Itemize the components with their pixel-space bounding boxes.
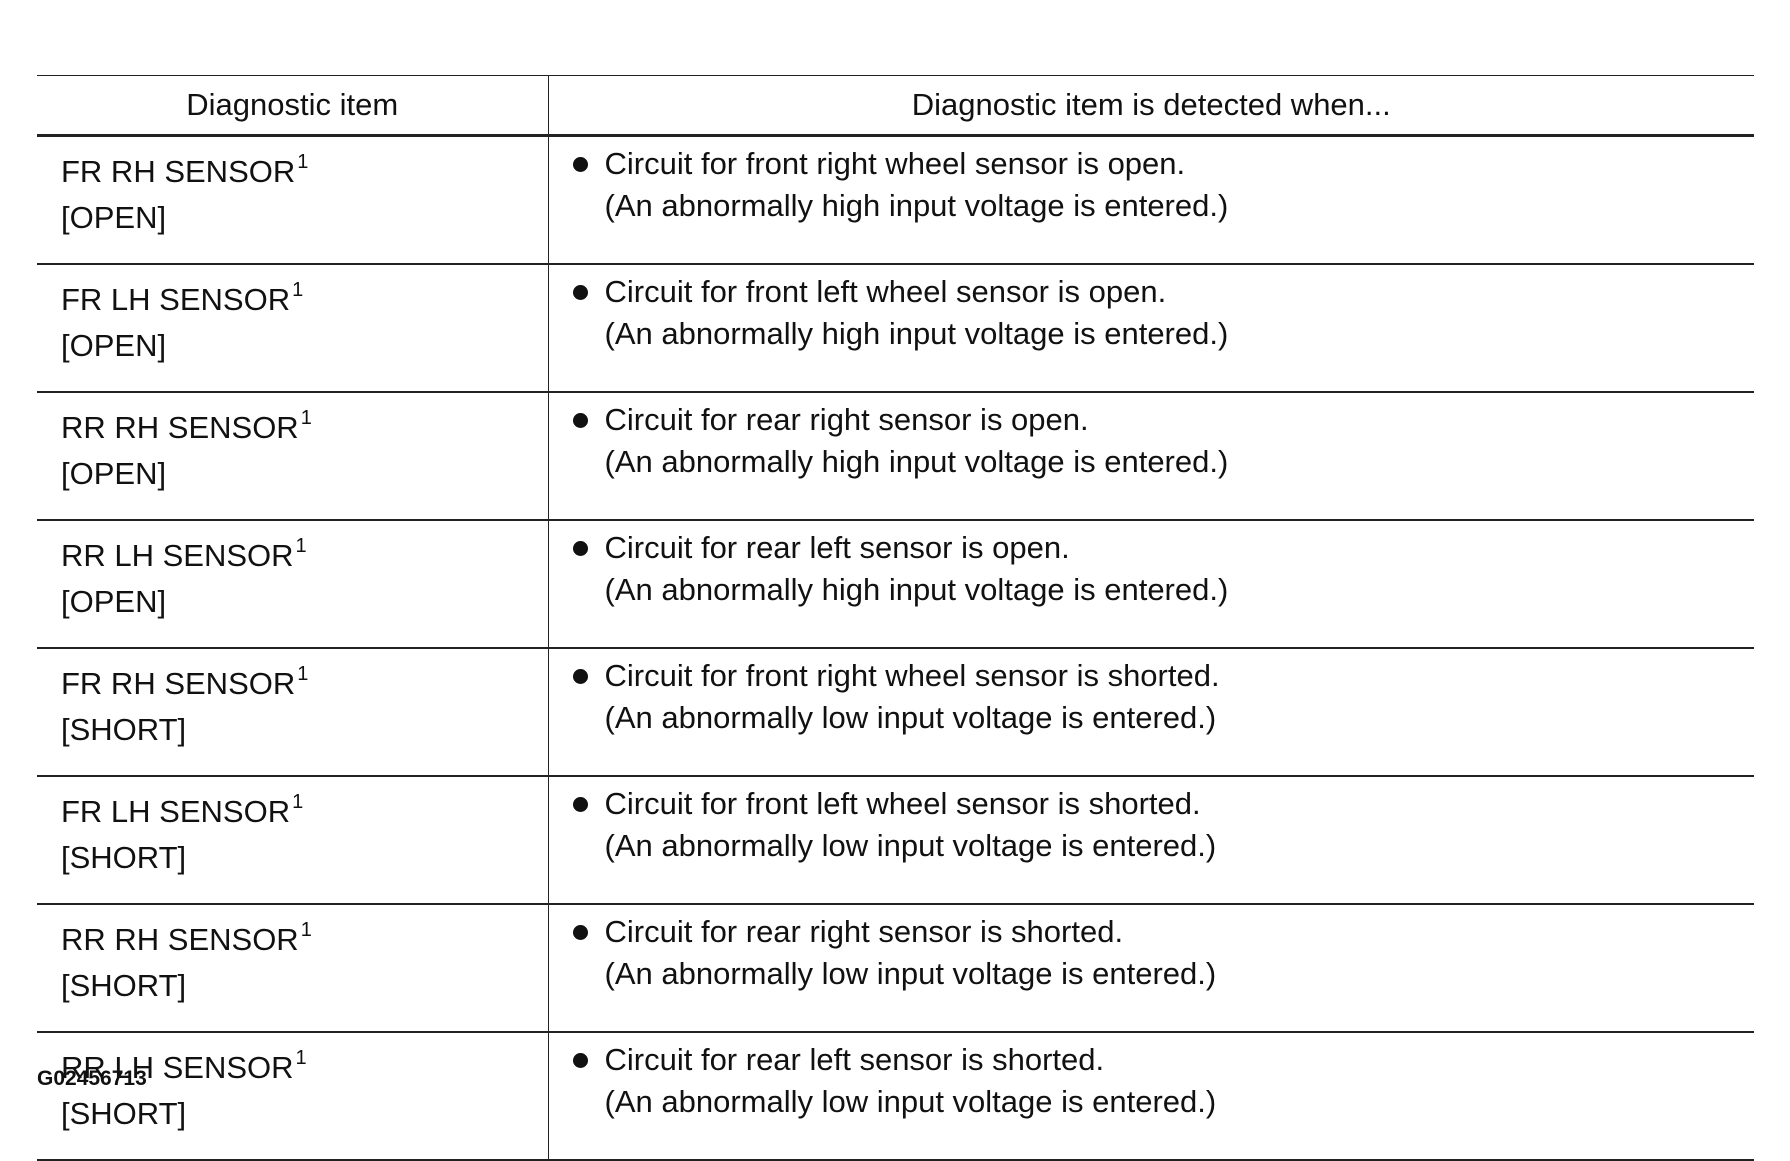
footnote-marker: 1 <box>300 919 312 941</box>
description-cell: Circuit for rear right sensor is shorted… <box>548 904 1754 1033</box>
description-note: (An abnormally high input voltage is ent… <box>604 444 1229 479</box>
description-text: Circuit for front right wheel sensor is … <box>604 146 1186 181</box>
item-name: RR RH SENSOR <box>61 922 299 957</box>
description-cell: Circuit for front right wheel sensor is … <box>548 135 1754 265</box>
description-note: (An abnormally low input voltage is ente… <box>604 1084 1217 1119</box>
item-state: [OPEN] <box>61 584 167 619</box>
item-name: FR LH SENSOR <box>61 282 291 317</box>
bullet-icon <box>572 284 588 300</box>
item-state: [OPEN] <box>61 200 167 235</box>
description-note: (An abnormally high input voltage is ent… <box>604 572 1229 607</box>
description-cell: Circuit for front right wheel sensor is … <box>548 648 1754 777</box>
description-text: Circuit for front left wheel sensor is s… <box>604 786 1201 821</box>
description-text: Circuit for rear right sensor is shorted… <box>604 914 1124 949</box>
footnote-marker: 1 <box>300 407 312 429</box>
description-cell: Circuit for rear right sensor is open. (… <box>548 392 1754 521</box>
description-note: (An abnormally high input voltage is ent… <box>604 188 1229 223</box>
description-cell: Circuit for front left wheel sensor is o… <box>548 264 1754 393</box>
bullet-icon <box>572 156 588 172</box>
description-cell: Circuit for front left wheel sensor is s… <box>548 776 1754 905</box>
description-text: Circuit for front left wheel sensor is o… <box>604 274 1167 309</box>
item-name: RR LH SENSOR <box>61 538 294 573</box>
description-text: Circuit for front right wheel sensor is … <box>604 658 1220 693</box>
bullet-icon <box>572 1052 588 1068</box>
item-state: [SHORT] <box>61 712 187 747</box>
item-state: [OPEN] <box>61 328 167 363</box>
bullet-icon <box>572 796 588 812</box>
footnote-marker: 1 <box>295 535 307 557</box>
item-name: FR RH SENSOR <box>61 666 296 701</box>
item-name: RR LH SENSOR <box>61 1050 294 1085</box>
item-name: FR RH SENSOR <box>61 154 296 189</box>
description-cell: Circuit for rear left sensor is shorted.… <box>548 1032 1754 1161</box>
item-name: RR RH SENSOR <box>61 410 299 445</box>
description-cell: Circuit for rear left sensor is open. (A… <box>548 520 1754 649</box>
footnote-marker: 1 <box>297 151 309 173</box>
item-state: [SHORT] <box>61 1096 187 1131</box>
table-header-row: Diagnostic item Diagnostic item is detec… <box>37 75 1754 137</box>
description-text: Circuit for rear left sensor is shorted. <box>604 1042 1105 1077</box>
item-state: [OPEN] <box>61 456 167 491</box>
bullet-icon <box>572 540 588 556</box>
item-state: [SHORT] <box>61 840 187 875</box>
description-note: (An abnormally low input voltage is ente… <box>604 700 1217 735</box>
description-note: (An abnormally high input voltage is ent… <box>604 316 1229 351</box>
header-detected-when: Diagnostic item is detected when... <box>548 75 1754 137</box>
description-text: Circuit for rear left sensor is open. <box>604 530 1070 565</box>
item-state: [SHORT] <box>61 968 187 1003</box>
bullet-icon <box>572 924 588 940</box>
bullet-icon <box>572 668 588 684</box>
header-diagnostic-item: Diagnostic item <box>37 75 549 137</box>
footnote-marker: 1 <box>292 279 304 301</box>
description-note: (An abnormally low input voltage is ente… <box>604 956 1217 991</box>
footnote-marker: 1 <box>295 1047 307 1069</box>
diagnostic-table: Diagnostic item Diagnostic item is detec… <box>37 75 1754 1161</box>
footnote-marker: 1 <box>292 791 304 813</box>
description-text: Circuit for rear right sensor is open. <box>604 402 1089 437</box>
footnote-marker: 1 <box>297 663 309 685</box>
description-note: (An abnormally low input voltage is ente… <box>604 828 1217 863</box>
bullet-icon <box>572 412 588 428</box>
figure-id: G02456713 <box>37 1067 147 1090</box>
item-name: FR LH SENSOR <box>61 794 291 829</box>
